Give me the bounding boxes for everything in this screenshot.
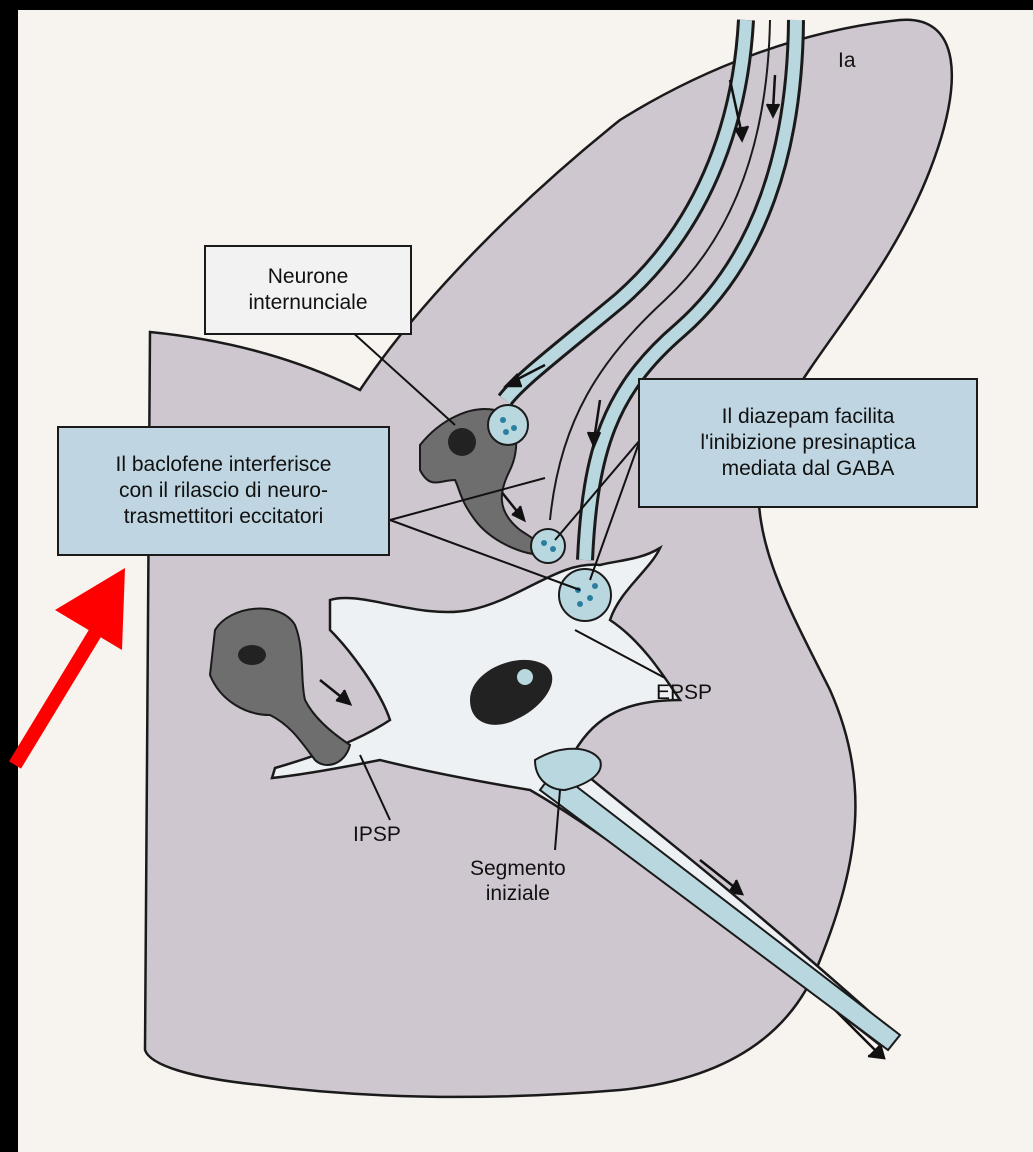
baclofene-box: Il baclofene interferisce con il rilasci…	[57, 426, 390, 556]
inhibitory-neuron-nucleus	[238, 645, 266, 665]
diazepam-label: Il diazepam facilita l'inibizione presin…	[700, 404, 915, 482]
diazepam-box: Il diazepam facilita l'inibizione presin…	[638, 378, 978, 508]
interneuron-nucleus	[448, 428, 476, 456]
neurone-internunciale-label: Neurone internunciale	[248, 264, 367, 316]
ia-label: Ia	[838, 48, 856, 73]
segmento-iniziale-label: Segmento iniziale	[470, 856, 566, 906]
neurone-internunciale-box: Neurone internunciale	[204, 245, 412, 335]
nucleolus	[517, 669, 533, 685]
ipsp-label: IPSP	[353, 822, 401, 847]
baclofene-label: Il baclofene interferisce con il rilasci…	[116, 452, 332, 530]
epsp-label: EPSP	[656, 680, 712, 705]
